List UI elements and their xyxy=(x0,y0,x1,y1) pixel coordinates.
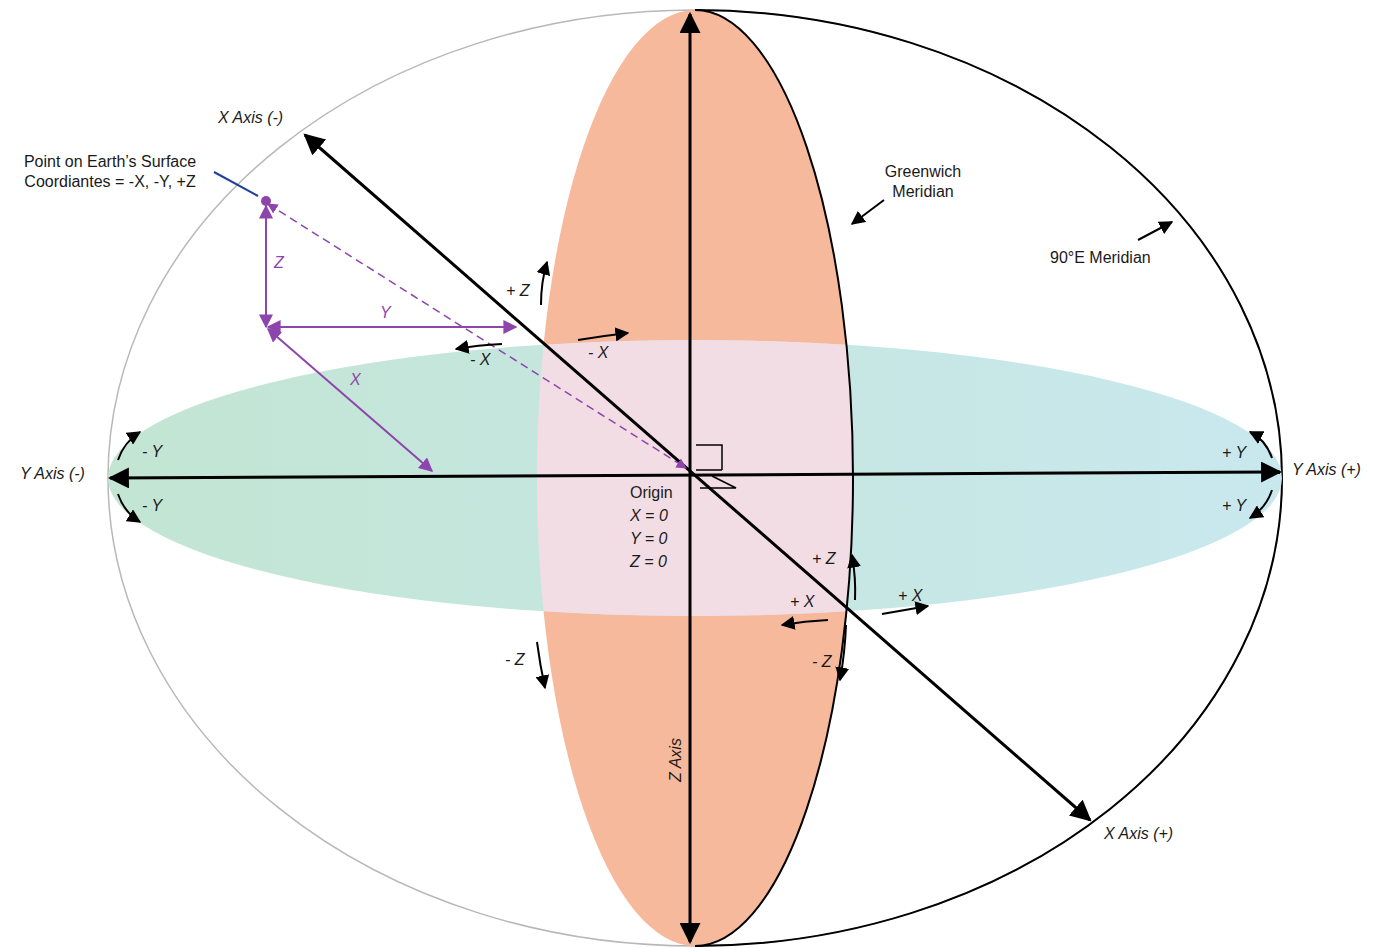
right-angle-mark xyxy=(696,445,722,470)
direction-arrow xyxy=(118,432,140,460)
origin-value: Z = 0 xyxy=(630,552,667,572)
position-vector xyxy=(268,204,686,468)
axis-label: Z Axis xyxy=(666,738,686,782)
direction-label: + X xyxy=(790,592,814,612)
earth-outline xyxy=(108,10,1282,946)
leader-arrow xyxy=(852,200,884,224)
leader-arrow xyxy=(1138,222,1172,240)
component-label: Y xyxy=(380,303,391,323)
greenwich-plane xyxy=(537,10,853,946)
direction-label: + Y xyxy=(1222,496,1246,516)
x-axis xyxy=(305,135,1090,820)
direction-label: + Z xyxy=(812,549,836,569)
origin-value: X = 0 xyxy=(630,506,668,526)
point-label: Point on Earth’s Surface Coordiantes = -… xyxy=(8,152,212,192)
leader-line xyxy=(214,172,258,196)
surface-point xyxy=(261,196,271,206)
component-label: Z xyxy=(274,253,284,273)
direction-label: + Z xyxy=(506,281,530,301)
direction-label: - Y xyxy=(142,442,162,462)
direction-label: + X xyxy=(898,586,922,606)
direction-arrow xyxy=(852,555,855,600)
origin-value: Y = 0 xyxy=(630,529,668,549)
direction-label: - X xyxy=(470,350,490,370)
direction-arrow xyxy=(840,625,846,680)
y-component xyxy=(268,326,516,328)
origin-label: Origin xyxy=(630,483,673,503)
direction-label: - Z xyxy=(505,650,525,670)
right-angle-mark xyxy=(700,476,736,488)
z-component xyxy=(265,206,267,327)
direction-arrow xyxy=(882,606,928,614)
axis-label: Y Axis (-) xyxy=(20,464,85,484)
direction-label: - Y xyxy=(142,496,162,516)
direction-label: - X xyxy=(588,343,608,363)
axis-label: Y Axis (+) xyxy=(1292,460,1361,480)
direction-arrow xyxy=(1250,490,1272,518)
direction-arrow xyxy=(1250,432,1272,458)
meridian-label: Greenwich Meridian xyxy=(868,162,978,202)
plane-overlap xyxy=(537,10,853,946)
axis-label: X Axis (-) xyxy=(218,108,283,128)
x-component xyxy=(268,329,432,471)
direction-arrow xyxy=(578,333,628,340)
direction-label: + Y xyxy=(1222,443,1246,463)
component-label: X xyxy=(350,370,361,390)
axis-label: X Axis (+) xyxy=(1104,824,1173,844)
direction-label: - Z xyxy=(812,652,832,672)
direction-arrow xyxy=(782,620,828,625)
meridian-label: 90°E Meridian xyxy=(1050,248,1151,268)
direction-arrow xyxy=(541,262,547,305)
direction-arrow xyxy=(537,642,545,688)
direction-arrow xyxy=(456,344,502,349)
greenwich-meridian-line xyxy=(695,10,853,946)
z-axis xyxy=(689,14,692,942)
direction-arrow xyxy=(118,494,140,522)
